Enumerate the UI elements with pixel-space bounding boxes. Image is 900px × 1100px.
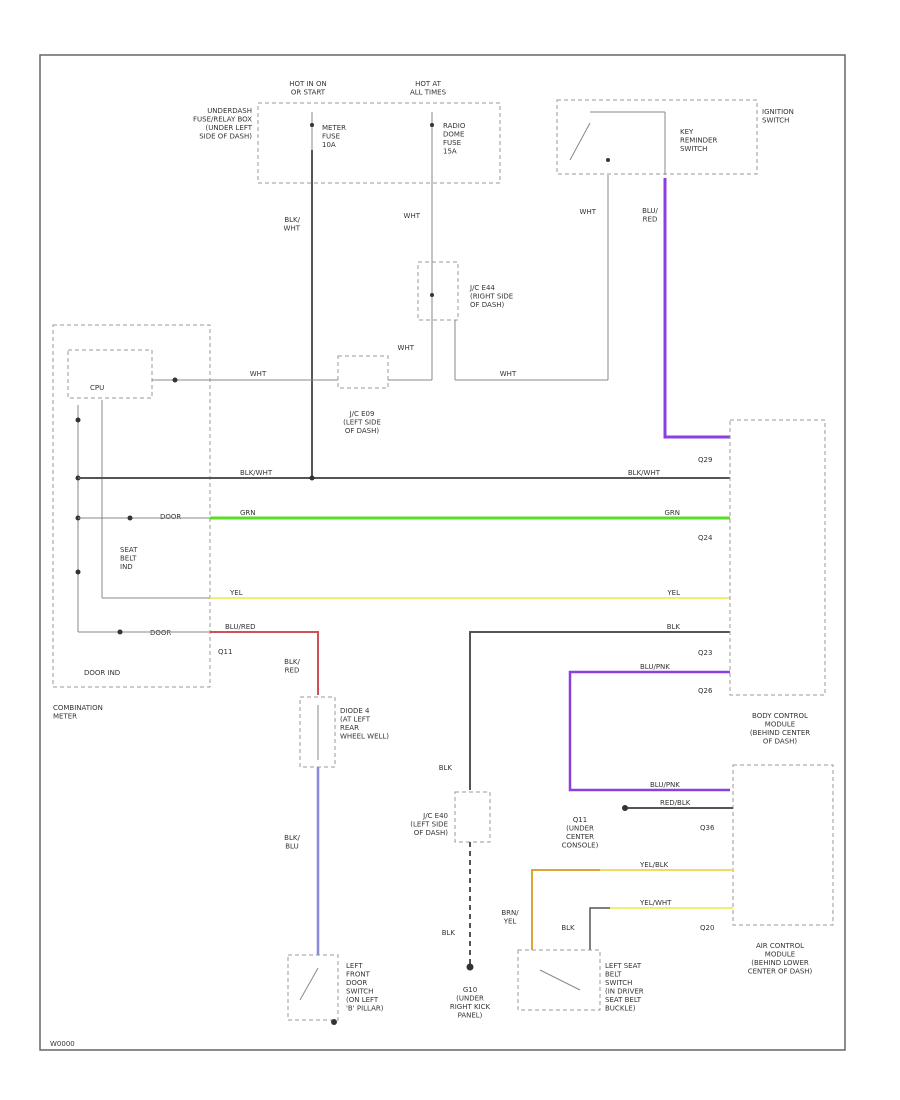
jc-e09-box — [337, 355, 389, 389]
airbag-box — [732, 764, 834, 926]
door-switch-contact — [299, 967, 319, 1001]
blu-pnk-label: BLU/PNK — [640, 663, 670, 671]
outer-frame — [39, 54, 846, 1051]
radio-feed-wire-label: WHT — [404, 212, 421, 220]
blk-wht-run-label-2: BLK/WHT — [628, 469, 661, 477]
violet-wire — [663, 178, 730, 439]
door-inner-dot — [117, 629, 123, 635]
q29-connector: Q29 — [698, 456, 712, 464]
bcm-box — [729, 419, 826, 696]
blk-ground-wire — [469, 631, 730, 790]
ignition-switch-contact — [569, 122, 591, 161]
underdash-fuse-box — [257, 102, 501, 184]
yel-wire-label-2: YEL — [666, 589, 680, 597]
red-blk-label: RED/BLK — [660, 799, 691, 807]
blue-wire-label: BLK/BLU — [284, 834, 300, 851]
yel-wht-wire — [589, 907, 610, 950]
q20-connector: Q20 — [700, 924, 714, 932]
grn-wire-label-2: GRN — [664, 509, 680, 517]
yel-blk-wire — [531, 869, 733, 950]
blk-seat-label: BLK — [561, 924, 575, 932]
blk-wire-label-2: BLK — [439, 764, 453, 772]
seat-belt-switch-box — [517, 949, 601, 1011]
door-switch-ground — [331, 1019, 337, 1025]
ignition-switch-dot — [606, 158, 610, 162]
diagram-id: W0000 — [50, 1040, 75, 1048]
seat-belt-switch-contact — [539, 969, 581, 991]
key-switch-wire-label: WHT — [580, 208, 597, 216]
q24-connector: Q24 — [698, 534, 713, 542]
yel-blk-label: YEL/BLK — [639, 861, 669, 869]
blk-wht-run-label: BLK/WHT — [240, 469, 273, 477]
radio-fuse-dot — [430, 123, 434, 127]
return-wire-label: WHT — [500, 370, 517, 378]
door-sig-label: DOOR — [160, 513, 181, 521]
blu-pnk-wire — [568, 670, 730, 792]
blk-wire-label: BLK — [667, 623, 681, 631]
doora-sig-label: DOOR — [150, 629, 171, 637]
grn-inner-dot — [127, 515, 133, 521]
brn-yel-label: BRN/YEL — [501, 909, 519, 926]
blk-wht-junction — [309, 475, 315, 481]
q36-connector: Q36 — [700, 824, 715, 832]
yel-wht-label: YEL/WHT — [639, 899, 672, 907]
door-ind-label: DOOR IND — [84, 669, 120, 677]
ignition-switch-box — [556, 99, 758, 175]
red-wire-label: BLK/RED — [284, 658, 300, 675]
blk-wire-label-3: BLK — [442, 929, 456, 937]
meter-feed-wire-label: BLK/WHT — [284, 216, 301, 233]
q23-connector: Q23 — [698, 649, 712, 657]
q11-connector: Q11 — [218, 648, 232, 656]
combination-meter-box — [52, 324, 211, 688]
blu-pnk-label-2: BLU/PNK — [650, 781, 680, 789]
cpu-box — [67, 349, 153, 399]
cpu-wire-label: WHT — [250, 370, 267, 378]
red-door-wire — [210, 631, 319, 695]
ground-g10 — [466, 963, 474, 971]
bus-dot-4 — [75, 569, 81, 575]
cpu-label: CPU — [90, 384, 104, 392]
violet-wire-label: BLU/RED — [642, 207, 658, 224]
bus-dot-1 — [75, 417, 81, 423]
jc-e40-box — [454, 791, 491, 843]
red-blk-dot — [622, 805, 628, 811]
jc-e44-dot — [430, 293, 434, 297]
yel-wire-label: YEL — [229, 589, 243, 597]
cpu-dot — [172, 377, 178, 383]
radio-wire-label-2: WHT — [398, 344, 415, 352]
red-wire-run-label: BLU/RED — [225, 623, 256, 631]
q26-connector: Q26 — [698, 687, 713, 695]
jc-e44-box — [417, 261, 459, 321]
grn-wire-label: GRN — [240, 509, 256, 517]
door-switch-box — [287, 954, 339, 1021]
meter-fuse-dot — [310, 123, 314, 127]
